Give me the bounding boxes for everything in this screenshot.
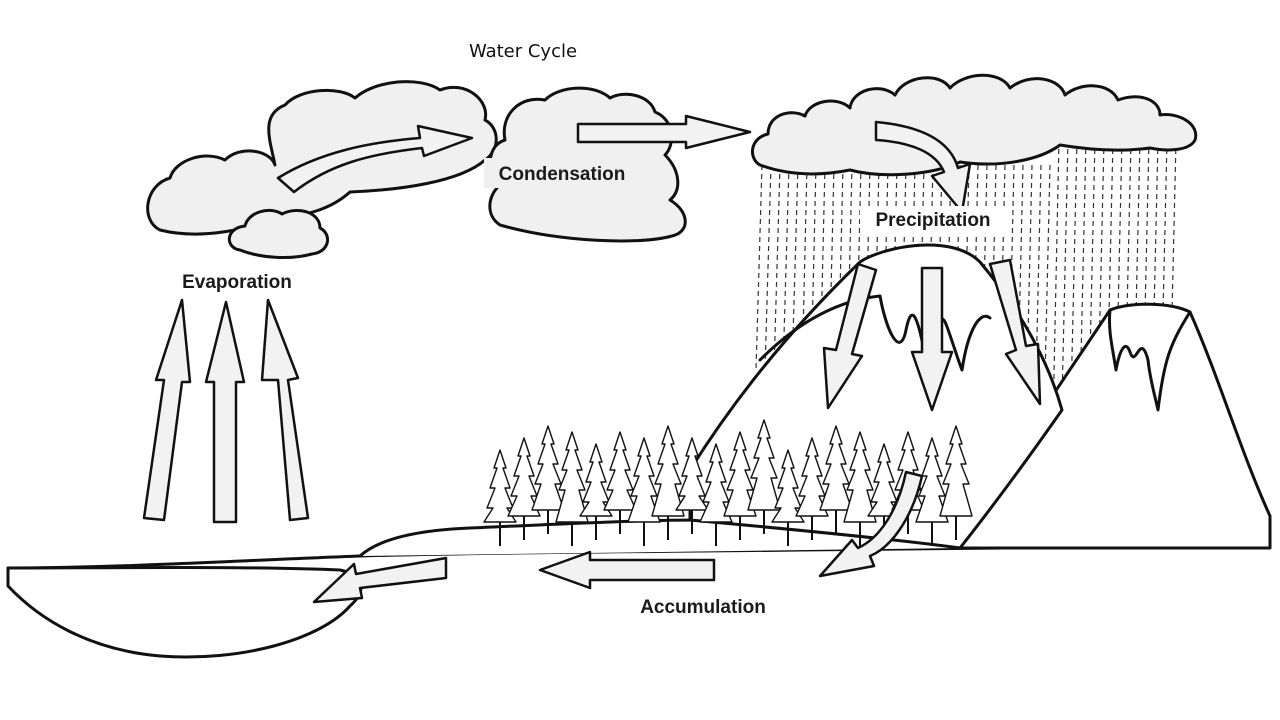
rain-streak	[791, 164, 799, 371]
pine-tree	[723, 431, 757, 540]
pine-tree	[819, 425, 853, 534]
rain-streak	[1061, 139, 1069, 401]
precipitation-arrows	[822, 258, 1042, 412]
precipitation-arrow-3	[988, 258, 1042, 406]
pine-tree	[771, 449, 805, 546]
pine-tree	[915, 437, 949, 546]
rain-streak	[1016, 164, 1024, 421]
pine-tree	[747, 419, 781, 534]
evaporation-arrows	[142, 298, 310, 524]
pine-tree	[579, 443, 613, 540]
rain-streak	[800, 164, 808, 421]
cloud-small	[227, 209, 329, 259]
pine-tree	[507, 437, 541, 540]
rain-streak	[755, 164, 763, 371]
cloud-arrow-right	[576, 114, 752, 150]
pine-tree	[531, 425, 565, 534]
diagram-title: Water Cycle	[469, 41, 577, 62]
precipitation-label: Precipitation	[875, 210, 990, 231]
rain-streak	[1043, 164, 1051, 421]
evaporation-arrow-2	[204, 300, 246, 524]
pine-tree	[627, 437, 661, 546]
rain-streak	[818, 164, 826, 421]
rain-streak	[782, 164, 790, 371]
rain-streak	[1070, 139, 1078, 401]
pine-tree	[843, 431, 877, 546]
forest	[483, 419, 973, 546]
accumulation-label: Accumulation	[640, 597, 766, 618]
rain-streak	[1025, 164, 1033, 421]
rain-streak	[809, 164, 817, 421]
rain-streak	[1034, 164, 1042, 421]
evaporation-arrow-1	[142, 298, 192, 522]
runoff-arrow	[818, 470, 924, 578]
cloud-right	[751, 73, 1198, 177]
precipitation-label-bg	[860, 206, 1010, 234]
precipitation-arrow-1	[822, 262, 878, 410]
pine-tree	[795, 437, 829, 540]
pine-tree	[555, 431, 589, 546]
lake-inflow-arrow	[312, 556, 448, 604]
pine-tree	[651, 425, 685, 540]
lake	[6, 566, 363, 659]
precipitation-arrow-2	[910, 266, 954, 412]
pine-tree	[483, 449, 517, 546]
condensation-label: Condensation	[499, 164, 626, 185]
pine-tree	[675, 437, 709, 534]
pine-tree	[603, 431, 637, 534]
pine-tree	[699, 443, 733, 546]
condensation-label-bg	[484, 158, 646, 188]
rain-streak	[1052, 139, 1060, 421]
rain-streak	[764, 164, 772, 371]
evaporation-label: Evaporation	[182, 272, 292, 293]
rain-streak	[773, 164, 781, 371]
accumulation-arrow	[538, 550, 716, 590]
cloud-arrow-curved	[276, 124, 474, 194]
evaporation-arrow-3	[260, 298, 310, 522]
mountain-right-snow	[1108, 308, 1192, 412]
pine-tree	[939, 425, 973, 540]
